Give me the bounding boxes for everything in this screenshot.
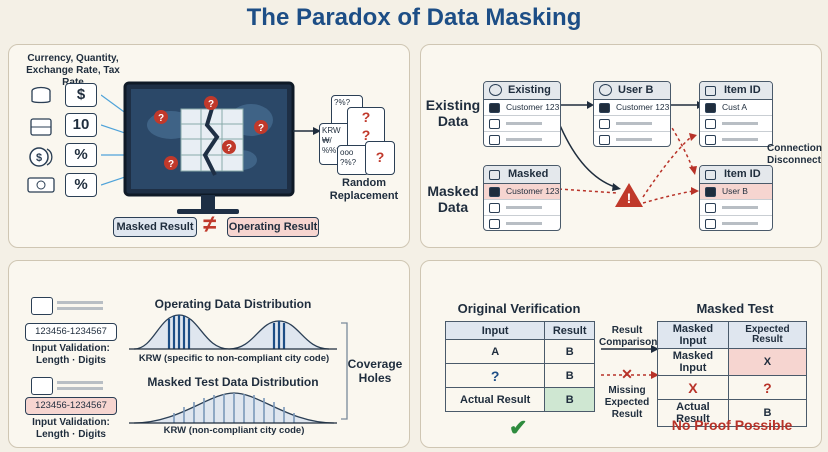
text-lines-2 [57, 381, 103, 384]
existing-data-label: Existing Data [425, 97, 481, 129]
random-doc-5: ? [365, 141, 395, 175]
form-icon-1 [31, 297, 53, 315]
svg-text:?: ? [226, 143, 232, 154]
random-doc-4: ooo?%? [337, 145, 369, 175]
check-icon: ✔ [509, 415, 528, 440]
doc-icon [705, 170, 716, 180]
missing-expected-label: Missing Expected Result [604, 385, 650, 420]
currency-field: $ [65, 83, 97, 107]
list-icon [599, 135, 610, 145]
text-lines-1 [57, 301, 103, 304]
cart-icon [489, 203, 500, 213]
list-icon [705, 135, 716, 145]
screen-icon [489, 170, 500, 180]
input-validation-label-1: Input Validation: Length · Digits [32, 343, 110, 366]
svg-text:$: $ [36, 152, 42, 164]
id-icon [599, 103, 610, 113]
coverage-holes-label: Coverage Holes [347, 357, 403, 385]
operating-axis-label: KRW (specific to non-compliant city code… [138, 353, 330, 364]
panel-distribution: 123456-1234567 Input Validation: Length … [8, 260, 410, 448]
truck-icon [705, 86, 716, 96]
svg-text:?: ? [158, 113, 164, 124]
masked-distribution-title: Masked Test Data Distribution [147, 375, 319, 389]
not-equal-symbol: ≠ [203, 211, 217, 238]
random-replacement-label: Random Replacement [329, 177, 399, 202]
input-validation-label-2: Input Validation: Length · Digits [32, 417, 110, 440]
result-comparison-label: Result Comparison [599, 325, 658, 348]
list-icon [489, 135, 500, 145]
card-masked: Masked Customer 123 [483, 165, 561, 231]
tax-rate-field: % [65, 173, 97, 197]
no-proof-label: No Proof Possible [671, 417, 793, 433]
quantity-field: 10 [65, 113, 97, 137]
list-icon [705, 219, 716, 229]
box-icon [599, 119, 610, 129]
masked-data-label: Masked Data [427, 183, 479, 215]
card-item-id-top: Item ID Cust A [699, 81, 773, 147]
page-title: The Paradox of Data Masking [246, 4, 582, 31]
input-field-2: 123456-1234567 [25, 397, 117, 415]
svg-text:✕: ✕ [621, 366, 633, 382]
list-icon [489, 219, 500, 229]
panel-masking-monitor: Currency, Quantity, Exchange Rate, Tax R… [8, 44, 410, 248]
coins-icon [29, 85, 53, 109]
operating-result-badge: Operating Result [227, 217, 319, 237]
monitor-illustration: ? ? ? ? ? [101, 81, 321, 214]
exchange-rate-field: % [65, 143, 97, 167]
user-icon [599, 84, 612, 96]
box-icon [705, 203, 716, 213]
id-icon [705, 187, 716, 197]
id-icon [489, 187, 500, 197]
coverage-bracket [341, 322, 348, 420]
user-icon [489, 84, 502, 96]
dollar-coins-icon: $ [27, 145, 55, 169]
input-field-1: 123456-1234567 [25, 323, 117, 341]
card-icon [705, 119, 716, 129]
comparison-arrows: ✕ [601, 345, 659, 382]
fields-label: Currency, Quantity, Exchange Rate, Tax R… [26, 53, 120, 88]
id-icon [705, 103, 716, 113]
masked-test-title: Masked Test [696, 301, 774, 316]
original-verification-title: Original Verification [457, 301, 581, 316]
connection-disconnect-label: Connection Disconnect [767, 143, 822, 166]
id-icon [489, 103, 500, 113]
operating-distribution-chart [129, 314, 337, 350]
masked-distribution-chart [129, 392, 337, 424]
card-existing: Existing Customer 123 [483, 81, 561, 147]
operating-distribution-title: Operating Data Distribution [154, 297, 312, 311]
boxes-icon [29, 117, 53, 137]
card-item-id-bottom: Item ID User B [699, 165, 773, 231]
panel-connection: Existing Data Masked Data ! Existing Cus… [420, 44, 822, 248]
svg-text:?: ? [258, 123, 264, 134]
svg-text:?: ? [168, 159, 174, 170]
masked-result-badge: Masked Result [113, 217, 197, 237]
connection-arrows: ! [558, 101, 704, 207]
form-icon-2 [31, 377, 53, 395]
svg-text:?: ? [208, 99, 214, 110]
banknote-icon [27, 175, 55, 195]
svg-text:!: ! [627, 190, 632, 206]
tag-icon [489, 119, 500, 129]
card-user-b: User B Customer 123 [593, 81, 671, 147]
masked-axis-label: KRW (non-compliant city code) [163, 425, 305, 436]
